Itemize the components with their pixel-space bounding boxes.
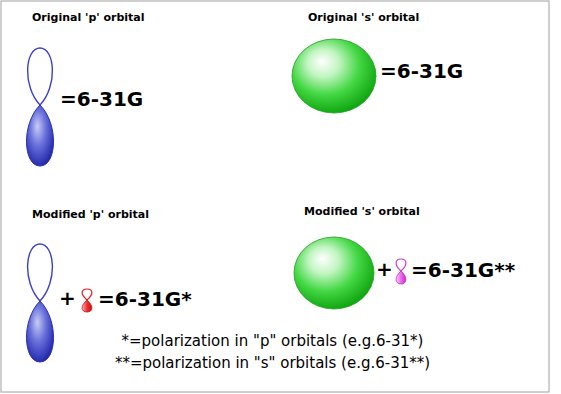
orbital-heading: Modified 's' orbital bbox=[304, 206, 420, 219]
p-lobe-lower bbox=[26, 105, 53, 166]
picture-frame bbox=[1, 1, 549, 392]
p-orbital bbox=[26, 48, 53, 166]
polarization-lobe-lower bbox=[82, 300, 92, 312]
plus-sign: + bbox=[59, 287, 76, 310]
polarization-lobe-lower bbox=[396, 271, 406, 284]
footnote: *=polarization in "p" orbitals (e.g.6-31… bbox=[0, 333, 545, 350]
plus-sign: + bbox=[376, 258, 393, 281]
orbital-heading: Original 's' orbital bbox=[308, 12, 419, 25]
basis-set-label: =6-31G* bbox=[98, 288, 192, 311]
orbital-heading: Modified 'p' orbital bbox=[32, 209, 149, 222]
basis-set-label: =6-31G** bbox=[411, 259, 515, 282]
basis-set-label: =6-31G bbox=[60, 88, 143, 111]
s-orbital bbox=[292, 39, 376, 113]
polarization-lobe-upper bbox=[396, 259, 406, 271]
p-polarization-pink bbox=[396, 259, 406, 284]
polarization-lobe-upper bbox=[82, 289, 92, 300]
footnote: **=polarization in "s" orbitals (e.g.6-3… bbox=[0, 355, 545, 372]
d-polarization-red bbox=[82, 289, 92, 312]
p-lobe-lower bbox=[26, 301, 53, 362]
p-lobe-upper bbox=[28, 244, 53, 301]
p-lobe-upper bbox=[28, 48, 53, 105]
modified-p-orbital bbox=[26, 244, 53, 362]
orbital-heading: Original 'p' orbital bbox=[32, 12, 145, 25]
s-orbital bbox=[294, 237, 374, 309]
basis-set-label: =6-31G bbox=[380, 60, 463, 83]
